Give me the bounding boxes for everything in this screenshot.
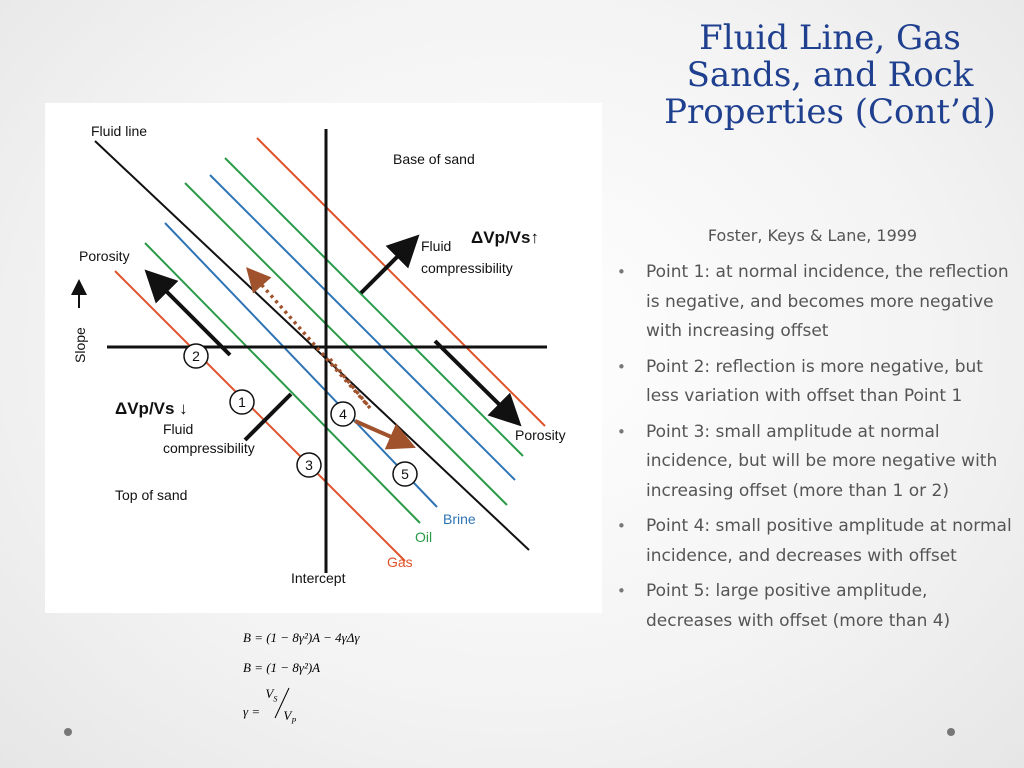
- vpvs-down-label: ΔVp/Vs ↓: [115, 399, 188, 418]
- bullet-point-4: Point 4: small positive amplitude at nor…: [615, 512, 1013, 571]
- base-of-sand-label: Base of sand: [393, 151, 475, 167]
- brine-line-top: [164, 222, 438, 508]
- bullet-point-3: Point 3: small amplitude at normal incid…: [615, 418, 1013, 507]
- svg-text:5: 5: [401, 466, 409, 482]
- equation-3-denominator: VP: [283, 708, 297, 726]
- oil-label: Oil: [415, 529, 432, 545]
- equation-3: γ = VS VP: [243, 686, 303, 728]
- point-marker-1: 1: [229, 389, 255, 415]
- fluid-line-label: Fluid line: [91, 123, 147, 139]
- brine-label: Brine: [443, 511, 476, 527]
- point-marker-3: 3: [296, 452, 322, 478]
- porosity-right-label: Porosity: [515, 427, 566, 443]
- bullet-point-5: Point 5: large positive amplitude, decre…: [615, 577, 1013, 636]
- fraction-slash: [274, 687, 290, 719]
- gas-line-top: [114, 270, 406, 562]
- fluid-compressibility-upper-label-1: Fluid: [421, 238, 451, 254]
- fluid-compressibility-arrow-down: [243, 392, 293, 442]
- gas-line-base: [256, 137, 546, 427]
- slide-title: Fluid Line, Gas Sands, and Rock Properti…: [664, 18, 996, 132]
- point-marker-4: 4: [330, 401, 356, 427]
- fluid-compressibility-lower-label-1: Fluid: [163, 421, 193, 437]
- point-marker-5: 5: [392, 461, 418, 487]
- point-marker-2: 2: [183, 343, 209, 369]
- vpvs-up-label: ΔVp/Vs↑: [471, 228, 539, 247]
- intercept-axis-label: Intercept: [291, 570, 346, 586]
- oil-line-base: [224, 157, 524, 457]
- gas-label: Gas: [387, 554, 413, 570]
- svg-text:1: 1: [238, 394, 246, 410]
- svg-text:4: 4: [339, 406, 347, 422]
- brine-line-base: [209, 174, 516, 481]
- bullet-point-2: Point 2: reflection is more negative, bu…: [615, 353, 1013, 412]
- equation-2: B = (1 − 8γ²)A: [243, 660, 321, 675]
- top-of-sand-label: Top of sand: [115, 487, 187, 503]
- bullet-point-1: Point 1: at normal incidence, the reflec…: [615, 258, 1013, 347]
- oil-line-top: [144, 242, 421, 524]
- porosity-arrow-left: [144, 269, 232, 357]
- equation-3-numerator: VS: [265, 686, 278, 704]
- nav-dot-left: [64, 728, 72, 736]
- equations: B = (1 − 8γ²)A − 4γΔγ B = (1 − 8γ²)A γ =…: [243, 626, 433, 726]
- oil-line-base-2: [184, 182, 508, 506]
- bullet-list: Point 1: at normal incidence, the reflec…: [615, 258, 1013, 642]
- porosity-arrow-right: [433, 339, 522, 427]
- citation: Foster, Keys & Lane, 1999: [707, 226, 918, 245]
- avo-crossplot-figure: 2 1 3 4 5 Fluid line Base of sand ΔVp/Vs…: [45, 103, 602, 613]
- porosity-left-label: Porosity: [79, 248, 130, 264]
- fluid-compressibility-arrow-up: [359, 234, 420, 295]
- fluid-compressibility-lower-label-2: compressibility: [163, 440, 255, 456]
- slope-axis-label: Slope: [72, 327, 88, 363]
- svg-text:3: 3: [305, 457, 313, 473]
- svg-text:2: 2: [192, 348, 200, 364]
- fluid-compressibility-upper-label-2: compressibility: [421, 260, 513, 276]
- nav-dot-right: [947, 728, 955, 736]
- avo-crossplot-svg: 2 1 3 4 5 Fluid line Base of sand ΔVp/Vs…: [71, 123, 566, 589]
- equation-3-lhs: γ =: [243, 703, 261, 719]
- equation-1: B = (1 − 8γ²)A − 4γΔγ: [243, 630, 360, 645]
- trend-solid-arrow: [354, 419, 416, 450]
- trend-dotted-arrow: [246, 267, 372, 410]
